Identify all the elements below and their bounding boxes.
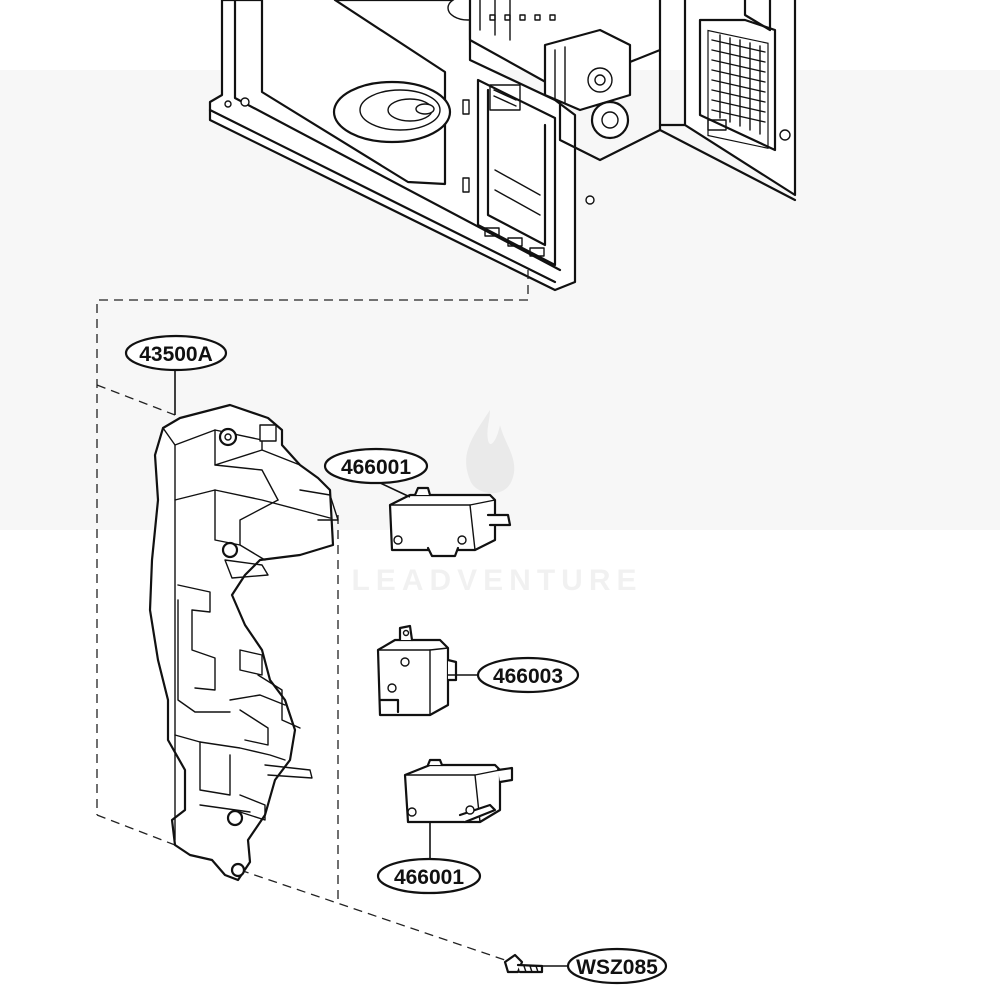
callout-466003: 466003: [476, 656, 580, 694]
callout-466001-top: 466001: [323, 447, 429, 485]
assembly-guide-lines: [96, 270, 529, 961]
callout-label: WSZ085: [576, 956, 658, 979]
flame-icon: [466, 410, 515, 494]
microwave-cavity: [208, 0, 797, 292]
callout-43500a: 43500A: [124, 334, 228, 372]
watermark-text: LEADVENTURE: [351, 564, 642, 597]
micro-switch-top: [388, 486, 512, 558]
callout-label: 466003: [493, 665, 563, 688]
micro-switch-bottom: [403, 758, 514, 824]
micro-switch-middle: [376, 624, 458, 717]
leader-lines: [174, 370, 570, 967]
vent-grid: [707, 29, 769, 149]
callout-wsz085: WSZ085: [566, 947, 668, 985]
door-latch-bracket: [148, 403, 339, 882]
callout-label: 466001: [341, 456, 411, 479]
callout-466001-bottom: 466001: [376, 857, 482, 895]
callout-label: 43500A: [139, 343, 213, 366]
callout-label: 466001: [394, 866, 464, 889]
watermark: LEADVENTURE: [351, 410, 642, 597]
screw: [503, 953, 544, 974]
